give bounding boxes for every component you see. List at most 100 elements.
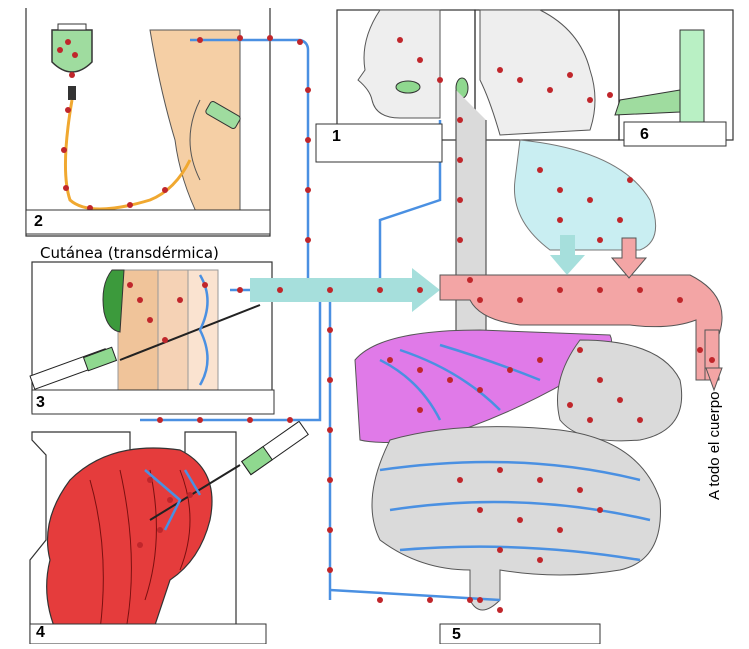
- drug-particle: [65, 39, 71, 45]
- drug-particle: [517, 517, 523, 523]
- drug-particle: [63, 185, 69, 191]
- drug-particle: [617, 397, 623, 403]
- drug-particle: [467, 277, 473, 283]
- drug-particle: [497, 67, 503, 73]
- drug-particle: [137, 542, 143, 548]
- drug-particle: [497, 607, 503, 613]
- drug-particle: [297, 39, 303, 45]
- drug-particle: [167, 497, 173, 503]
- drug-particle: [537, 167, 543, 173]
- drug-particle: [327, 567, 333, 573]
- stomach: [558, 340, 682, 441]
- drug-particle: [587, 417, 593, 423]
- sublingual-pill: [396, 81, 420, 93]
- drug-particle: [277, 287, 283, 293]
- drug-particle: [497, 547, 503, 553]
- inhaler-mouthpiece: [615, 90, 680, 115]
- drug-particle: [157, 417, 163, 423]
- skin-layer-mid: [158, 270, 188, 390]
- drug-particle: [417, 287, 423, 293]
- drug-particle: [637, 417, 643, 423]
- drug-particle: [467, 597, 473, 603]
- drug-particle: [327, 477, 333, 483]
- drug-particle: [447, 377, 453, 383]
- drug-particle: [497, 467, 503, 473]
- label-box-2: [26, 210, 270, 234]
- label-box-3: [32, 390, 274, 414]
- drug-particle: [187, 492, 193, 498]
- head-profile-right: [480, 10, 595, 135]
- drug-particle: [417, 367, 423, 373]
- drug-particle: [437, 77, 443, 83]
- drug-particle: [709, 357, 715, 363]
- drug-particle: [597, 237, 603, 243]
- drug-particle: [177, 297, 183, 303]
- drug-particle: [627, 177, 633, 183]
- panel-6-frame: [619, 10, 733, 140]
- drug-particle: [477, 297, 483, 303]
- drug-particle: [607, 92, 613, 98]
- panel-label-4: 4: [36, 624, 45, 642]
- drug-particle: [72, 52, 78, 58]
- drug-particle: [567, 402, 573, 408]
- drug-particle: [162, 337, 168, 343]
- drug-particle: [677, 297, 683, 303]
- drug-particle: [457, 157, 463, 163]
- drug-particle: [597, 507, 603, 513]
- drug-particle: [127, 202, 133, 208]
- drug-particle: [637, 287, 643, 293]
- drug-particle: [577, 487, 583, 493]
- drug-particle: [327, 527, 333, 533]
- drug-particle: [547, 87, 553, 93]
- skin-layer-inner: [188, 270, 218, 390]
- caption-todo-el-cuerpo: A todo el cuerpo: [706, 392, 723, 500]
- drug-particle: [69, 72, 75, 78]
- drug-particle: [597, 377, 603, 383]
- drug-particle: [557, 527, 563, 533]
- drug-particle: [162, 187, 168, 193]
- drug-particle: [197, 417, 203, 423]
- iv-panel: [52, 24, 241, 220]
- iv-bag-top: [58, 24, 86, 30]
- inhaler-panel: [615, 30, 704, 122]
- drug-particle: [597, 287, 603, 293]
- drug-particle: [127, 282, 133, 288]
- drug-particle: [387, 357, 393, 363]
- skin-panel: [30, 270, 260, 390]
- skin-layer-outer: [118, 270, 158, 390]
- drug-particle: [577, 347, 583, 353]
- drug-particle: [507, 367, 513, 373]
- drug-particle: [417, 57, 423, 63]
- drug-particle: [557, 217, 563, 223]
- drug-particle: [537, 557, 543, 563]
- intestines: [372, 427, 661, 610]
- panel-label-5: 5: [452, 626, 461, 644]
- drug-particle: [587, 97, 593, 103]
- drug-particle: [57, 47, 63, 53]
- drug-particle: [147, 317, 153, 323]
- muscle-panel: [47, 421, 309, 640]
- drug-particle: [477, 507, 483, 513]
- drug-particle: [147, 477, 153, 483]
- lungs: [514, 140, 655, 250]
- drug-particle: [65, 107, 71, 113]
- head-profile-left: [358, 10, 440, 118]
- drug-particle: [61, 147, 67, 153]
- drug-particle: [197, 37, 203, 43]
- drug-particle: [305, 87, 311, 93]
- drug-particle: [247, 417, 253, 423]
- drug-particle: [287, 417, 293, 423]
- iv-drip-chamber: [68, 86, 76, 100]
- drug-particle: [697, 347, 703, 353]
- drug-particle: [327, 377, 333, 383]
- drug-particle: [305, 237, 311, 243]
- transdermal-patch: [103, 270, 124, 332]
- drug-particle: [157, 527, 163, 533]
- drug-particle: [537, 477, 543, 483]
- drug-particle: [327, 327, 333, 333]
- panel-label-2: 2: [34, 213, 43, 231]
- panel-label-1: 1: [332, 128, 341, 146]
- drug-particle: [567, 72, 573, 78]
